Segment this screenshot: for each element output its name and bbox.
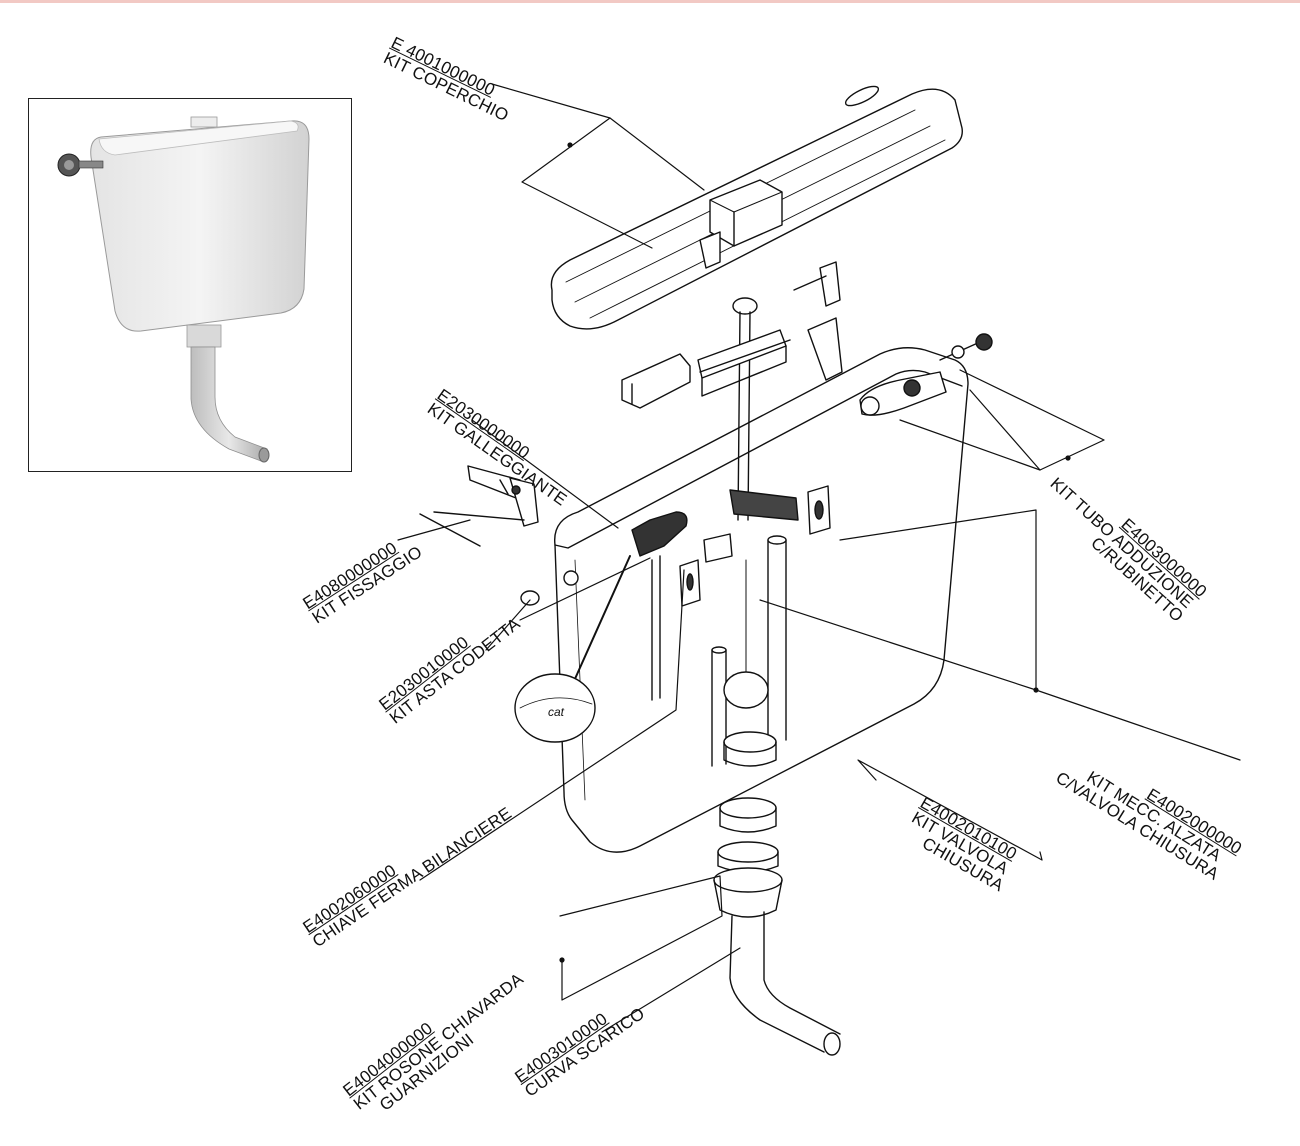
hole-icon — [563, 570, 579, 586]
cap-icon — [520, 590, 540, 606]
flush-mechanism-icon — [621, 261, 993, 767]
svg-text:cat: cat — [548, 705, 565, 719]
top-rule — [0, 0, 1300, 3]
float-icon: cat — [514, 511, 688, 743]
lid-icon — [550, 85, 963, 330]
fixing-kit-icon — [419, 465, 539, 547]
leader-lines — [397, 83, 1241, 1033]
cistern-photo-icon — [57, 116, 310, 463]
outlet-parts-icon — [713, 797, 841, 1056]
product-photo-frame — [28, 98, 352, 472]
